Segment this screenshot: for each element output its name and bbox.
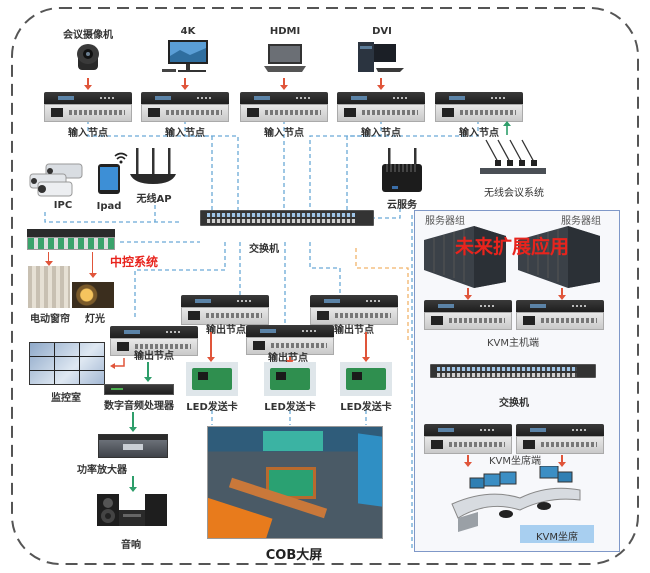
arrow-output-to-led [362,332,370,362]
future-expansion-title: 未来扩展应用 [454,236,569,258]
ipad-label: Ipad [96,201,122,212]
central-control-label: 中控系统 [109,255,158,269]
input-node-label: 输入节点 [361,128,401,139]
led-card-image [340,362,392,396]
arrow-kvm-to-seat [464,455,472,467]
arrow-4k-to-node [181,78,189,90]
input-node-label: 输入节点 [68,128,108,139]
arrow-kvm-to-seat [558,455,566,467]
input-node-device [435,92,523,122]
speaker-label: 音响 [121,540,141,551]
server-group-label-2: 服务器组 [561,216,601,227]
kvm-seat-label-box [520,525,594,543]
source-label-camera: 会议摄像机 [63,30,113,41]
orange-connection-line [355,248,409,340]
main-switch-label: 交换机 [249,244,279,255]
kvm-console-desk-icon [451,466,581,532]
source-label-4k: 4K [180,26,196,37]
audio-processor-device [104,384,174,395]
cob-screen-label: COB大屏 [265,548,323,563]
arrow-camera-to-node [84,78,92,90]
amplifier-label: 功率放大器 [77,465,127,476]
server-rack-icon [518,226,600,288]
led-card-label: LED发送卡 [264,402,316,413]
led-card-image [264,362,316,396]
ipad-icon [98,164,120,194]
input-node-device [240,92,328,122]
arrow-server-to-kvm [558,288,566,300]
arrow-to-monitor-room [110,358,125,369]
output-node-label: 输出节点 [134,351,174,362]
output-node-label: 输出节点 [334,325,374,336]
source-label-dvi: DVI [372,26,392,37]
arrow-amp-to-speaker [129,476,137,492]
arrow-output-to-led [207,332,215,362]
kvm-seat-end-device [424,424,512,454]
wireless-conference-label: 无线会议系统 [484,188,544,199]
green-up-arrow-icon [503,121,511,135]
curtain-label: 电动窗帘 [30,314,70,325]
kvm-host-label: KVM主机端 [486,338,540,349]
monitor-icon [162,40,208,72]
conference-camera-icon [77,44,99,70]
kvm-switch-label: 交换机 [499,398,529,409]
kvm-host-device [424,300,512,330]
desktop-pc-icon [358,42,404,72]
wireless-conference-icon [480,139,546,174]
output-node-device [310,295,398,325]
wireless-ap-label: 无线AP [136,194,172,205]
kvm-host-device [516,300,604,330]
monitor-room-image [29,342,105,385]
output-node-device [246,325,334,355]
arrow-dvi-to-node [377,78,385,90]
lighting-image [72,282,114,308]
audio-processor-label: 数字音频处理器 [104,401,174,412]
input-node-label: 输入节点 [459,128,499,139]
output-node-label: 输出节点 [268,353,308,364]
arrow-node-to-processor [144,362,152,382]
kvm-seat-end-label: KVM坐席端 [488,456,542,467]
led-card-label: LED发送卡 [340,402,392,413]
arrow-output-to-led [286,357,294,365]
input-node-label: 输入节点 [165,128,205,139]
arrow-server-to-kvm [464,288,472,300]
arrow-hdmi-to-node [280,78,288,90]
cob-screen-image [207,426,383,539]
main-switch-device [200,210,374,226]
input-node-device [141,92,229,122]
cloud-service-label: 云服务 [387,200,417,211]
central-control-device [27,229,115,250]
laptop-icon [264,44,306,72]
source-label-hdmi: HDMI [269,26,301,37]
amplifier-device [98,434,168,458]
arrow-processor-to-amp [129,412,137,432]
arrow-control-to-curtain [45,252,53,266]
server-group-label-1: 服务器组 [425,216,465,227]
output-node-label: 输出节点 [206,325,246,336]
ipc-camera-icon [29,163,83,197]
input-node-label: 输入节点 [264,128,304,139]
kvm-seat-label: KVM坐席 [535,532,579,543]
led-card-image [186,362,238,396]
input-node-device [44,92,132,122]
kvm-switch-device [430,364,596,378]
led-card-label: LED发送卡 [186,402,238,413]
wifi-icon [114,152,128,164]
output-node-device [181,295,269,325]
wireless-ap-icon [130,148,176,184]
input-node-device [337,92,425,122]
ipc-label: IPC [53,200,73,211]
monitor-room-label: 监控室 [51,393,81,404]
cloud-server-icon [382,148,422,192]
kvm-seat-end-device [516,424,604,454]
lighting-label: 灯光 [85,314,105,325]
speaker-icon [97,494,167,526]
curtain-image [28,266,70,308]
server-rack-icon [424,226,506,288]
arrow-control-to-light [89,252,97,278]
output-node-device [110,326,198,356]
